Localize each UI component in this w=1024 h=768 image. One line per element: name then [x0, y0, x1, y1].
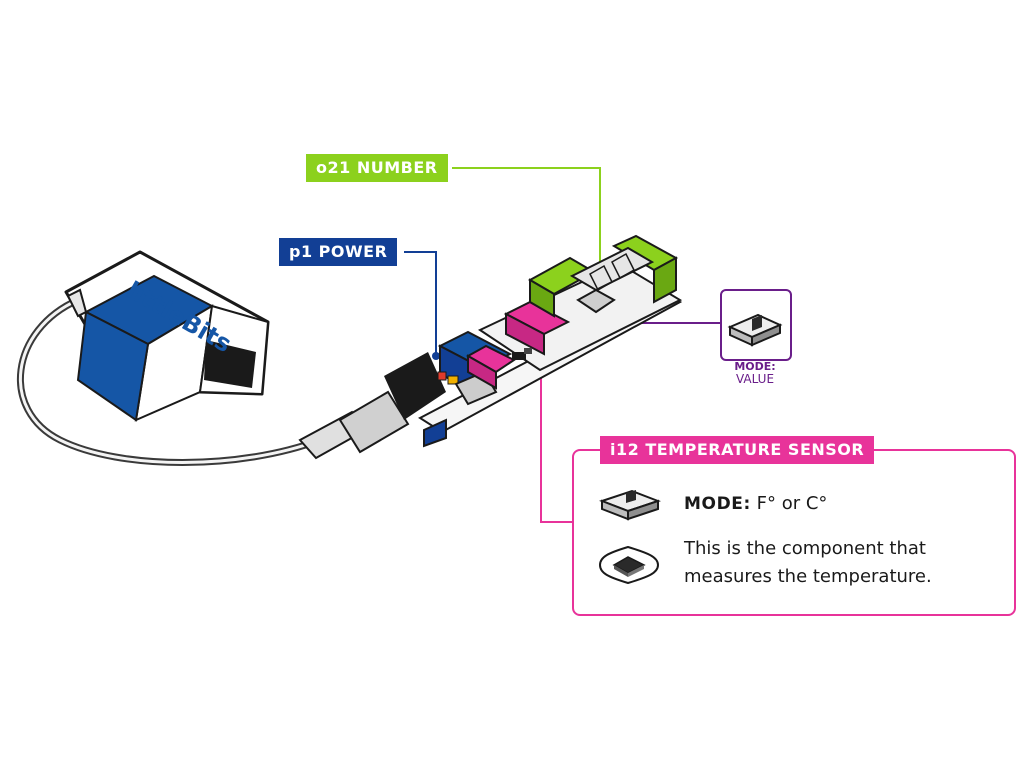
slide-switch-icon — [599, 489, 661, 521]
mode-description: MODE: F° or C° — [684, 493, 827, 514]
mode-callout-key: MODE: — [734, 360, 776, 373]
barrel-plug — [298, 352, 446, 460]
i12-temperature-sensor-module — [465, 300, 571, 390]
mode-switch-callout — [720, 289, 792, 361]
number-leader-line — [452, 167, 601, 268]
description-line-1: This is the component that — [684, 538, 926, 559]
power-leader-line — [404, 251, 437, 354]
mode-callout-label: MODE: VALUE — [706, 360, 804, 386]
power-leader-dot — [432, 352, 440, 360]
mode-value: F° or C° — [750, 493, 828, 514]
number-module-label: o21 NUMBER — [306, 154, 448, 182]
description-line-2: measures the temperature. — [684, 566, 932, 587]
power-module-label: p1 POWER — [279, 238, 398, 266]
component-description: This is the component that measures the … — [684, 535, 1004, 591]
o21-number-module — [527, 234, 679, 318]
battery: littleBits — [64, 250, 270, 422]
temp-leader-line — [540, 368, 572, 523]
temperature-sensor-chip-icon — [598, 545, 660, 585]
temperature-sensor-label: i12 TEMPERATURE SENSOR — [600, 436, 875, 464]
temperature-sensor-info-panel: MODE: F° or C° This is the component tha… — [572, 449, 1016, 616]
mode-key: MODE: — [684, 494, 751, 514]
slide-switch-icon — [727, 313, 783, 347]
mode-callout-value: VALUE — [735, 372, 775, 386]
